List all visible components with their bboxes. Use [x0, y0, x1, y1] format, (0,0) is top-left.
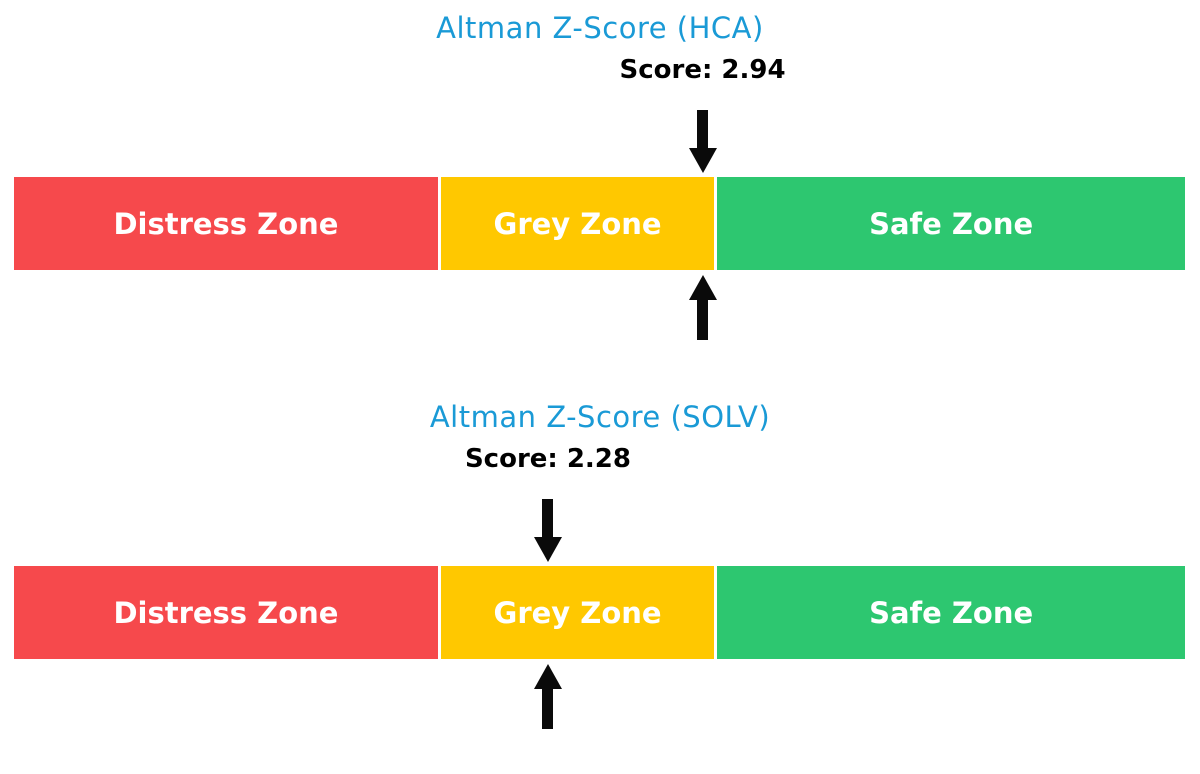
score-arrow-up-icon [533, 664, 562, 729]
safe-zone-label: Safe Zone [869, 206, 1034, 241]
score-arrow-down-icon [533, 499, 562, 562]
arrow-shaft [542, 499, 554, 537]
arrow-shaft [542, 689, 554, 729]
score-value-hca: Score: 2.94 [619, 55, 786, 85]
distress-zone-segment: Distress Zone [14, 177, 438, 270]
distress-zone-label: Distress Zone [113, 595, 339, 630]
score-arrow-down-icon [688, 110, 717, 173]
zone-bar-solv: Distress Zone Grey Zone Safe Zone [14, 566, 1185, 659]
zscore-chart-hca: Altman Z-Score (HCA) Score: 2.94 Distres… [14, 11, 1185, 340]
zone-bar-hca: Distress Zone Grey Zone Safe Zone [14, 177, 1185, 270]
grey-zone-label: Grey Zone [493, 206, 662, 241]
distress-zone-segment: Distress Zone [14, 566, 438, 659]
arrow-head [533, 664, 562, 689]
chart-title-hca: Altman Z-Score (HCA) [436, 11, 764, 45]
arrow-head [688, 275, 717, 300]
grey-zone-segment: Grey Zone [440, 566, 715, 659]
arrow-head [688, 148, 717, 173]
arrow-shaft [697, 110, 709, 148]
distress-zone-label: Distress Zone [113, 206, 339, 241]
zscore-chart-solv: Altman Z-Score (SOLV) Score: 2.28 Distre… [0, 389, 1200, 774]
score-arrow-up-icon [688, 275, 717, 340]
grey-zone-segment: Grey Zone [440, 177, 715, 270]
grey-zone-label: Grey Zone [493, 595, 662, 630]
safe-zone-segment: Safe Zone [717, 177, 1185, 270]
arrow-shaft [697, 300, 709, 340]
safe-zone-segment: Safe Zone [717, 566, 1185, 659]
safe-zone-label: Safe Zone [869, 595, 1034, 630]
score-value-solv: Score: 2.28 [464, 444, 631, 474]
chart-title-solv: Altman Z-Score (SOLV) [429, 400, 771, 434]
arrow-head [533, 537, 562, 562]
